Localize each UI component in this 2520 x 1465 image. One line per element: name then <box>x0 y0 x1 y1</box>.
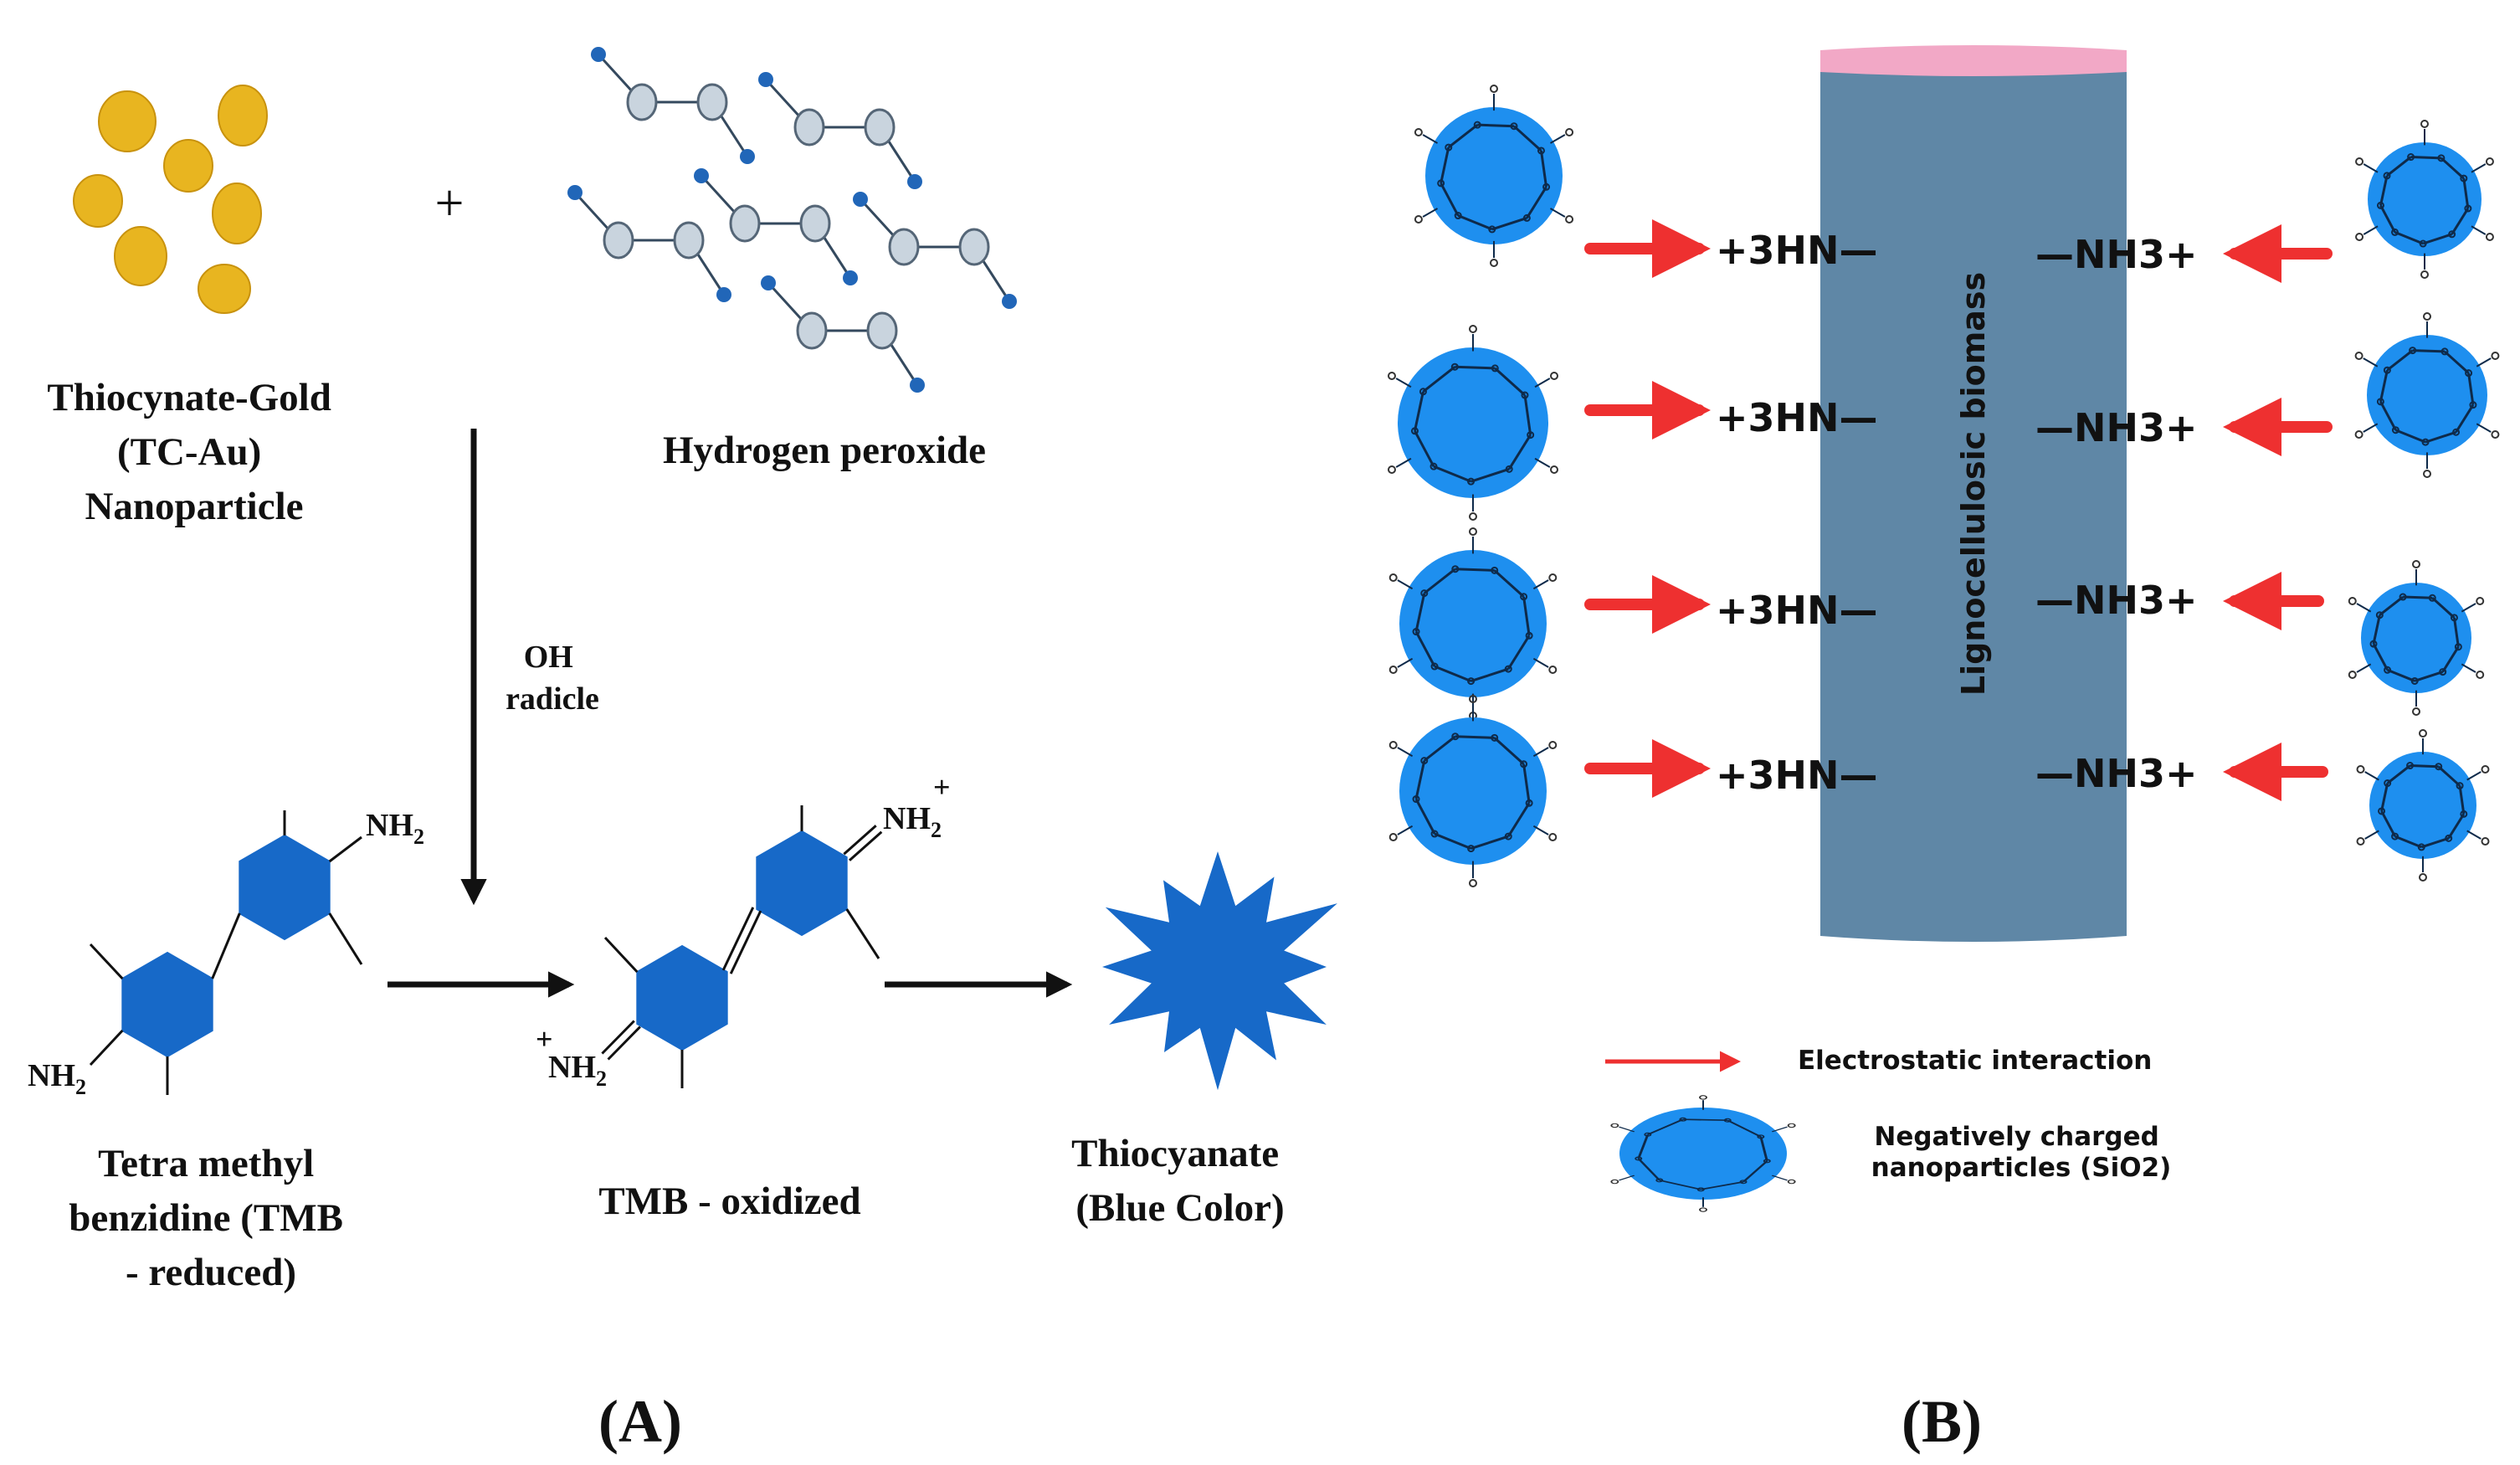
right-nanoparticles <box>2348 120 2500 882</box>
radical-label: OH radicle <box>506 640 599 717</box>
panel-a-caption: (A) <box>598 1388 682 1455</box>
peroxide-molecule-2 <box>758 72 922 189</box>
gold-particle-3 <box>163 139 213 193</box>
gold-particle-1 <box>98 90 157 152</box>
peroxide-molecule-1 <box>591 47 755 164</box>
panel-b: Lignocellulosic biomass +3HN— +3HN— +3HN… <box>1388 45 2500 1455</box>
panel-a: + Thiocynate-Gold (TC-Au) Nanoparticle H… <box>28 47 1337 1455</box>
amine-left-4: +3HN— <box>1716 753 1878 798</box>
left-nanoparticle-1 <box>1414 85 1574 267</box>
left-nanoparticle-2 <box>1388 325 1558 521</box>
iminium-charge-bottom: + <box>536 1022 553 1056</box>
amine-right-4: —NH3+ <box>2035 751 2198 796</box>
right-nanoparticle-4 <box>2356 729 2490 882</box>
left-nanoparticle-3 <box>1388 527 1558 720</box>
peroxide-label: Hydrogen peroxide <box>663 429 986 472</box>
plus-sign: + <box>435 175 464 232</box>
amine-left-1: +3HN— <box>1716 228 1878 273</box>
gold-particle-6 <box>114 226 167 286</box>
amine-right-2: —NH3+ <box>2035 405 2198 450</box>
tmb-reduced-label: Tetra methyl benzidine (TMB - reduced) <box>69 1142 352 1294</box>
legend-nanoparticle-label: Negatively charged nanoparticles (SiO2) <box>1871 1122 2172 1183</box>
amine-left-2: +3HN— <box>1716 395 1878 440</box>
amine-left-3: +3HN— <box>1716 588 1878 633</box>
tmb-oxidized-label: TMB - oxidized <box>598 1180 860 1223</box>
right-nanoparticle-3 <box>2348 560 2485 716</box>
right-nanoparticle-1 <box>2355 120 2494 279</box>
lignocellulosic-biomass-column <box>1820 45 2127 942</box>
thiocyanate-label: Thiocyanate (Blue Color) <box>1071 1132 1289 1230</box>
amine-right-3: —NH3+ <box>2035 578 2198 623</box>
right-nanoparticle-2 <box>2354 312 2500 478</box>
electrostatic-arrows <box>1584 219 2333 801</box>
iminium-group-top: NH2 <box>883 801 942 842</box>
legend-electrostatic-label: Electrostatic interaction <box>1798 1046 2152 1076</box>
left-nanoparticle-4 <box>1388 695 1558 887</box>
amine-group-top: NH2 <box>366 808 424 849</box>
legend-nanoparticle-icon <box>1610 1095 1796 1212</box>
gold-nanoparticles-icon <box>73 85 268 314</box>
amine-right-1: —NH3+ <box>2035 232 2198 277</box>
nanoparticle-label: Thiocynate-Gold (TC-Au) Nanoparticle <box>47 376 341 528</box>
peroxide-molecule-6 <box>761 275 925 393</box>
tmb-reduced-structure-icon <box>89 810 363 1095</box>
biomass-label: Lignocellulosic biomass <box>1955 272 1992 696</box>
peroxide-molecule-3 <box>567 185 731 302</box>
blue-color-product-icon <box>1102 851 1337 1091</box>
gold-particle-5 <box>212 182 262 244</box>
peroxide-molecule-5 <box>853 192 1017 309</box>
panel-b-caption: (B) <box>1902 1388 1982 1455</box>
peroxide-molecule-4 <box>694 168 858 285</box>
amine-group-bottom: NH2 <box>28 1058 86 1099</box>
gold-particle-4 <box>73 174 123 228</box>
legend: Electrostatic interaction Negatively cha… <box>1605 1046 2172 1212</box>
left-nanoparticles <box>1388 85 1574 887</box>
legend-nanoparticle <box>1610 1095 1796 1212</box>
gold-particle-7 <box>198 264 251 314</box>
iminium-charge-top: + <box>933 770 951 804</box>
gold-particle-2 <box>218 85 268 146</box>
hydrogen-peroxide-molecules-icon <box>567 47 1017 393</box>
tmb-oxidized-structure-icon <box>601 805 883 1088</box>
iminium-group-bottom: NH2 <box>548 1050 607 1091</box>
